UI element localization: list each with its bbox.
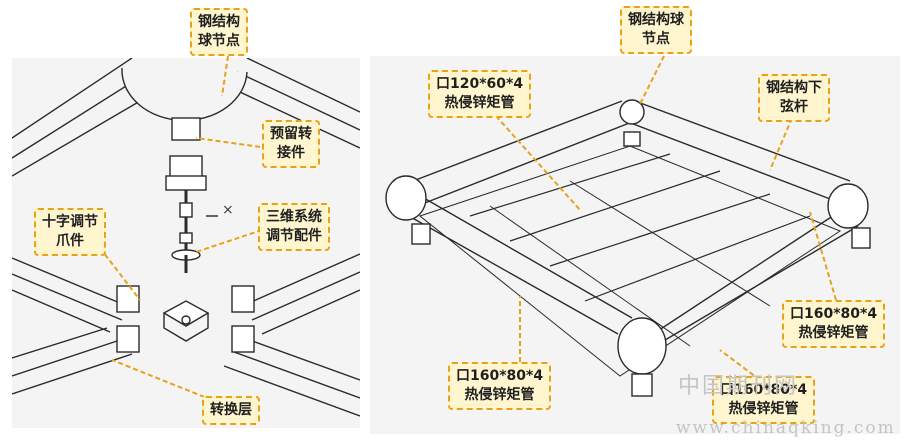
rect-tube-runners [469,153,811,302]
left-drawing [12,58,360,417]
inner-grid-outline [418,145,842,377]
top-left-chord [399,100,633,209]
callout-3d-adjust: 三维系统调节配件 [258,203,330,251]
callout-cross-claw: 十字调节爪件 [34,208,106,256]
callout-lower-chord: 钢结构下弦杆 [758,74,830,122]
watermark-cn: 中国期刊网 [678,374,799,399]
ball-node-left [385,175,427,221]
right-drawing [385,99,871,397]
upper-chord-left [12,58,153,177]
callout-ball-node-right: 钢结构球节点 [620,6,692,54]
reserved-adapter-block [171,117,201,141]
lower-beam-left-top [12,257,133,333]
callout-reserved-adapter: 预留转接件 [262,120,320,168]
top-right-chord [627,100,851,203]
callout-ball-node-left: 钢结构球节点 [190,8,248,56]
bottom-left-chord [399,189,633,335]
lower-beam-right-bottom [223,337,360,417]
callout-transition-layer: 转换层 [202,396,260,425]
cross-mark: × [222,202,234,218]
ball-node-right [827,183,869,229]
ball-node-top [619,99,645,125]
watermark-url: www.chinaqking.com [676,418,896,438]
lower-beam-right-top [241,253,360,335]
upper-chord-right [226,58,360,149]
